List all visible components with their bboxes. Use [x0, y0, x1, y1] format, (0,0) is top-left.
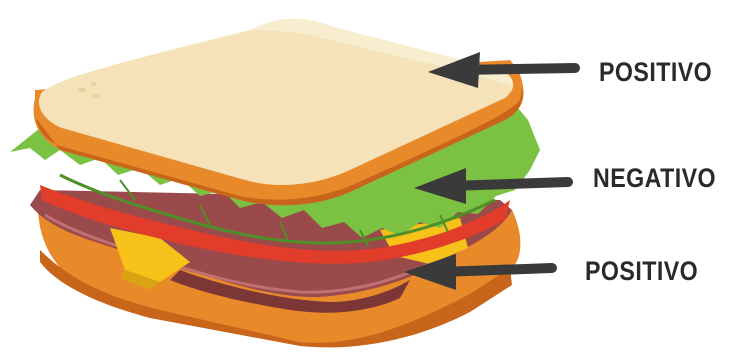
label-top-bread: POSITIVO [599, 57, 712, 88]
label-filling: NEGATIVO [593, 163, 716, 194]
label-bottom-bread: POSITIVO [585, 256, 698, 287]
